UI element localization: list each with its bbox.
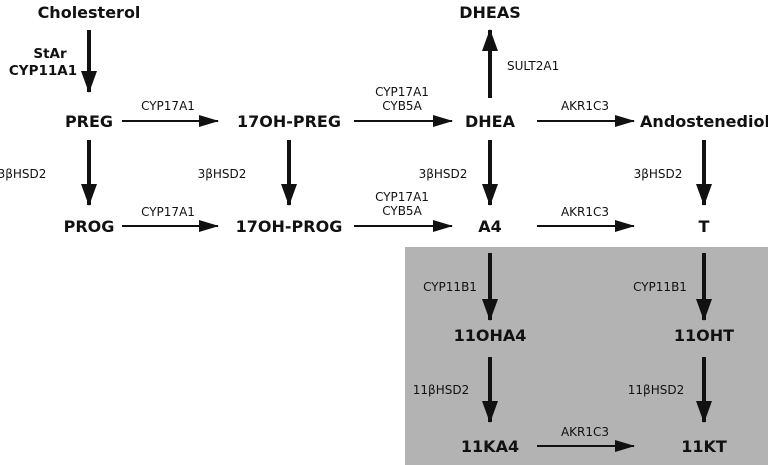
node-17oh-prog: 17OH-PROG: [236, 217, 343, 236]
enzyme-3bhsd2-prog: 3βHSD2: [0, 167, 46, 181]
enzyme-cyp17a1-dhea: CYP17A1: [375, 85, 429, 99]
node-17oh-preg: 17OH-PREG: [237, 112, 341, 131]
enzyme-cyp11b1-11oha4: CYP11B1: [423, 280, 477, 294]
node-t: T: [699, 217, 710, 236]
enzyme-11bhsd2-11kt: 11βHSD2: [628, 383, 684, 397]
shaded-11-oxygenated-region: [405, 247, 768, 465]
enzyme-3bhsd2-17oh-prog: 3βHSD2: [198, 167, 247, 181]
enzyme-sult2a1: SULT2A1: [507, 59, 559, 73]
node-preg: PREG: [65, 112, 113, 131]
enzyme-akr1c3-andostenediol: AKR1C3: [561, 99, 609, 113]
node-dheas: DHEAS: [459, 3, 521, 22]
node-andostenediol: Andostenediol: [640, 112, 768, 131]
node-11oht: 11OHT: [674, 326, 734, 345]
enzyme-cyp11a1-side: CYP11A1: [9, 63, 77, 79]
node-11ka4: 11KA4: [461, 437, 519, 456]
enzyme-star: StAr: [33, 46, 67, 62]
enzyme-cyp17a1-a4: CYP17A1: [375, 190, 429, 204]
enzyme-cyp17a1-prog: CYP17A1: [141, 205, 195, 219]
enzyme-11bhsd2-11ka4: 11βHSD2: [413, 383, 469, 397]
enzyme-3bhsd2-t: 3βHSD2: [634, 167, 683, 181]
node-prog: PROG: [64, 217, 115, 236]
enzyme-3bhsd2-a4: 3βHSD2: [419, 167, 468, 181]
enzyme-akr1c3-11kt: AKR1C3: [561, 425, 609, 439]
enzyme-cyb5a-a4: CYB5A: [382, 204, 422, 218]
enzyme-akr1c3-t: AKR1C3: [561, 205, 609, 219]
node-dhea: DHEA: [465, 112, 516, 131]
enzyme-cyp17a1-preg: CYP17A1: [141, 99, 195, 113]
node-11oha4: 11OHA4: [454, 326, 527, 345]
enzyme-cyp11b1-11oht: CYP11B1: [633, 280, 687, 294]
enzyme-cyb5a-dhea: CYB5A: [382, 99, 422, 113]
node-11kt: 11KT: [681, 437, 727, 456]
node-cholesterol: Cholesterol: [38, 3, 141, 22]
node-a4: A4: [478, 217, 502, 236]
